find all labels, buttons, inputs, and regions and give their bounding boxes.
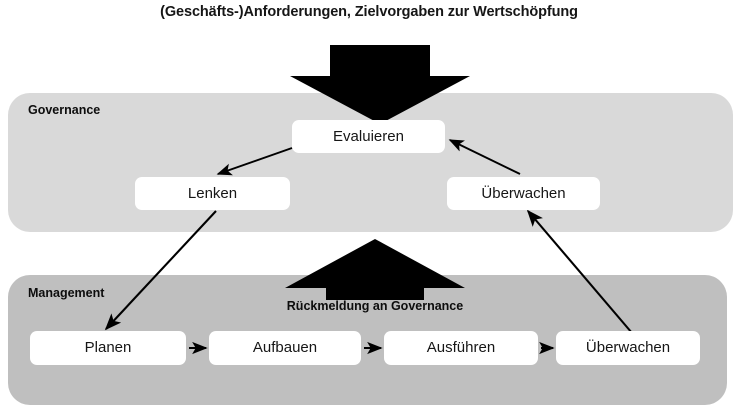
feedback-arrow-label: Rückmeldung an Governance	[286, 299, 464, 313]
node-lenken-label: Lenken	[187, 184, 238, 202]
node-ausfuehren-label: Ausführen	[426, 339, 496, 356]
node-management-ueberwachen[interactable]: Überwachen	[556, 331, 700, 365]
management-panel-label: Management	[28, 286, 105, 300]
connector-lenken-to-planen	[104, 210, 217, 331]
node-lenken[interactable]: Lenken	[135, 177, 290, 210]
diagram-title: (Geschäfts-)Anforderungen, Zielvorgaben …	[160, 4, 578, 20]
node-ausfuehren[interactable]: Ausführen	[384, 331, 538, 365]
node-planen[interactable]: Planen	[30, 331, 186, 365]
connector-evaluieren-to-lenken	[216, 147, 293, 176]
connector-mgmt-ueberwachen-to-gov-ueberwachen	[526, 209, 633, 334]
node-management-ueberwachen-label: Überwachen	[585, 339, 671, 356]
governance-panel-label: Governance	[28, 103, 101, 117]
node-evaluieren[interactable]: Evaluieren	[292, 120, 445, 153]
node-aufbauen-label: Aufbauen	[252, 339, 318, 356]
node-planen-label: Planen	[84, 339, 132, 356]
block-arrow-down-icon	[290, 45, 470, 124]
node-governance-ueberwachen[interactable]: Überwachen	[447, 177, 600, 210]
connector-gov-ueberwachen-to-evaluieren	[448, 139, 521, 175]
management-panel	[8, 275, 727, 405]
block-arrow-up-icon	[285, 239, 465, 300]
node-governance-ueberwachen-label: Überwachen	[481, 184, 566, 202]
node-evaluieren-label: Evaluieren	[333, 127, 404, 145]
node-aufbauen[interactable]: Aufbauen	[209, 331, 361, 365]
